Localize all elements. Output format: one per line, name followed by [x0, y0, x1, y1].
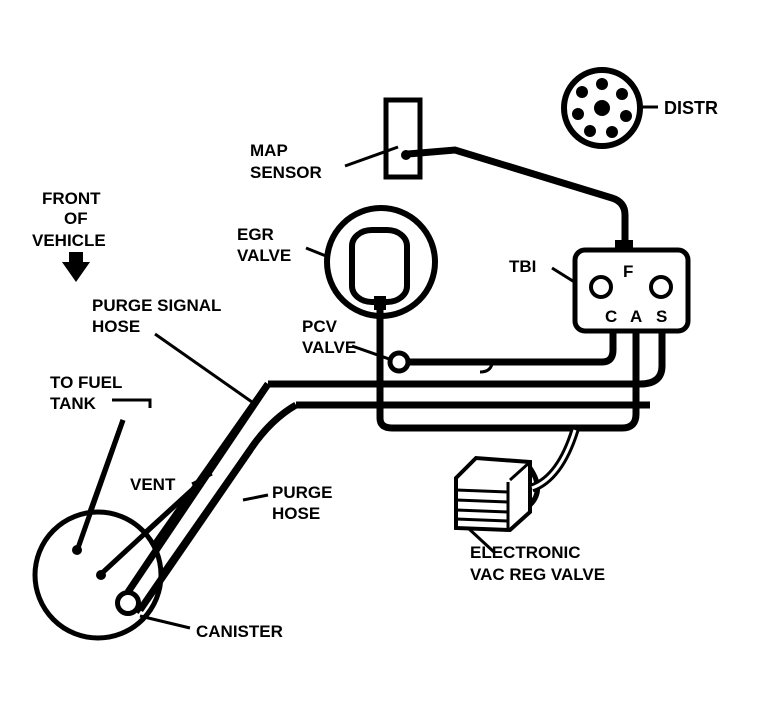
purge-signal-hose-overlay [125, 382, 271, 594]
fuel-tank-hose-overlay [75, 419, 126, 549]
pcv-hose-tee [479, 363, 494, 374]
pcv-label-line2: VALVE [302, 338, 356, 357]
tbi-port-c-label: C [605, 307, 617, 326]
purge-signal-leader [154, 332, 253, 404]
egr-vacuum-hose [376, 310, 640, 432]
tbi-port-s-label: S [656, 307, 667, 326]
tbi-label: TBI [509, 257, 536, 276]
purge-hose-label-line1: PURGE [272, 483, 332, 502]
distributor-label: DISTR [664, 98, 718, 118]
front-label-line1: FRONT [42, 189, 101, 208]
map-hose [407, 146, 629, 252]
egr-valve [305, 205, 438, 319]
egr-label-line1: EGR [237, 225, 274, 244]
purge-hose-diagonal [135, 401, 298, 613]
purge-hose-leader [242, 493, 269, 502]
purge-hose-label-line2: HOSE [272, 504, 320, 523]
purge-signal-label-line2: HOSE [92, 317, 140, 336]
map-sensor [344, 97, 423, 180]
canister-purge-port [116, 591, 140, 615]
tbi-port-f-label: F [623, 262, 633, 281]
front-label-line3: VEHICLE [32, 231, 106, 250]
evrv-label-line2: VAC REG VALVE [470, 565, 605, 584]
pcv-valve [387, 350, 411, 374]
purge-signal-hose-upper [268, 330, 666, 388]
vent-label: VENT [130, 475, 176, 494]
fuel-tank-label-line1: TO FUEL [50, 373, 122, 392]
pcv-hose [409, 330, 617, 366]
fuel-tank-label-line2: TANK [50, 394, 97, 413]
egr-vacuum-nipple [374, 296, 386, 310]
egr-label-line2: VALVE [237, 246, 291, 265]
purge-signal-label-line1: PURGE SIGNAL [92, 296, 221, 315]
evrv [454, 428, 580, 554]
evrv-label-line1: ELECTRONIC [470, 543, 581, 562]
canister-label: CANISTER [196, 622, 283, 641]
pcv-leader [351, 344, 393, 362]
vent-hose-overlay [99, 488, 194, 576]
map-sensor-label-line1: MAP [250, 141, 288, 160]
pcv-label-line1: PCV [302, 317, 338, 336]
tbi-unit [551, 240, 691, 334]
front-label-line2: OF [64, 209, 88, 228]
distributor [561, 67, 658, 149]
tbi-port-a-label: A [630, 307, 642, 326]
fuel-tank-leader [112, 398, 152, 408]
map-sensor-label-line2: SENSOR [250, 163, 322, 182]
purge-hose-overlay [137, 448, 253, 612]
front-arrow-icon [62, 252, 90, 282]
